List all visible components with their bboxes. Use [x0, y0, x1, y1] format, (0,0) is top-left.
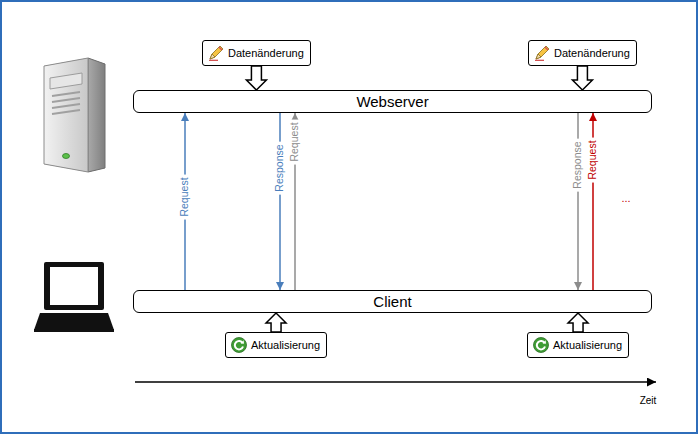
server-lifeline: Webserver	[133, 90, 652, 113]
laptop-icon	[34, 262, 114, 332]
message-label: Response	[571, 138, 585, 191]
message-label: Request	[178, 174, 192, 219]
refresh-callout: Aktualisierung	[527, 332, 629, 358]
message-arrow	[184, 113, 186, 290]
pencil-icon	[208, 45, 224, 61]
message-arrow	[577, 113, 579, 290]
message-arrow	[592, 113, 594, 290]
event-name: Datenänderung	[554, 47, 630, 59]
change-callout: Datenänderung	[528, 40, 637, 66]
continuation-mark: ...	[621, 192, 630, 204]
refresh-icon	[231, 337, 247, 353]
message-label: Response	[273, 141, 287, 194]
callout-pointer	[572, 66, 592, 90]
event-name: Aktualisierung	[251, 339, 320, 351]
callout-pointer	[266, 313, 286, 332]
callout-pointer	[246, 66, 266, 90]
lifeline-name: Client	[373, 293, 411, 310]
server-icon	[44, 58, 105, 172]
change-callout: Datenänderung	[202, 40, 311, 66]
time-axis	[135, 381, 656, 383]
event-name: Datenänderung	[228, 47, 304, 59]
lifeline-name: Webserver	[356, 93, 428, 110]
axis-label: Zeit	[640, 395, 657, 406]
refresh-callout: Aktualisierung	[225, 332, 327, 358]
pencil-icon	[534, 45, 550, 61]
client-lifeline: Client	[133, 290, 652, 313]
message-label: Request	[586, 137, 600, 182]
callout-pointer	[568, 313, 588, 332]
message-arrow	[294, 113, 296, 290]
event-name: Aktualisierung	[553, 339, 622, 351]
message-arrow	[279, 113, 281, 290]
message-label: Request	[288, 119, 302, 164]
refresh-icon	[533, 337, 549, 353]
